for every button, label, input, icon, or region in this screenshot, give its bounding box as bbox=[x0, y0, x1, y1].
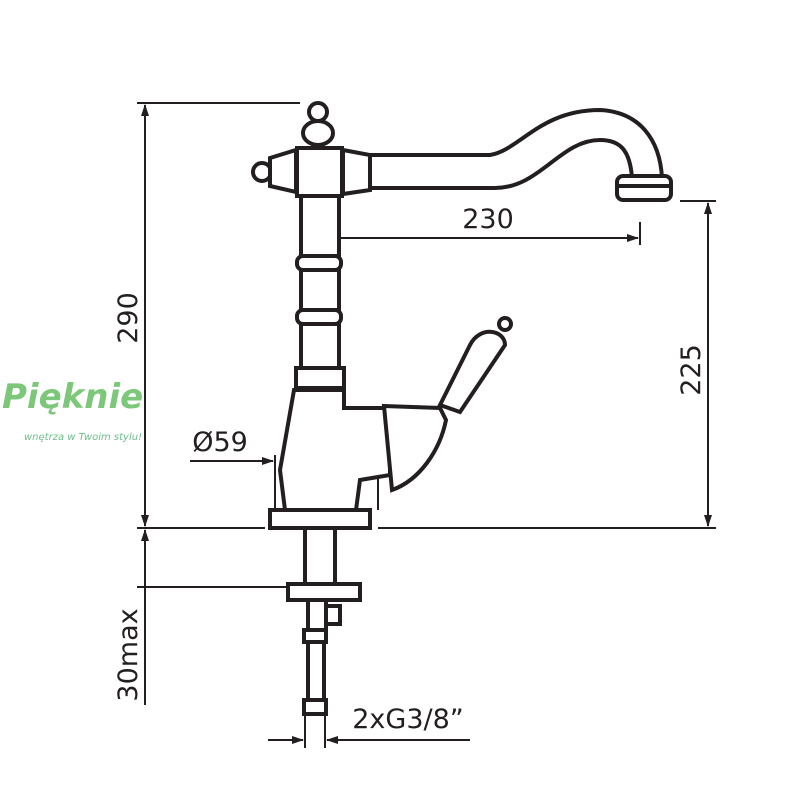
logo-tagline: wnętrza w Twoim stylu! bbox=[24, 432, 142, 443]
dim-max-counter-thickness: 30max bbox=[113, 608, 144, 701]
dim-base-diameter: Ø59 bbox=[192, 427, 248, 458]
faucet-outline bbox=[251, 101, 673, 716]
dim-total-height: 290 bbox=[113, 292, 144, 344]
dim-spout-reach: 230 bbox=[462, 204, 514, 235]
dim-connection: 2xG3/8” bbox=[352, 704, 464, 735]
dimension-labels: 290 230 225 Ø59 30max 2xG3/8” bbox=[113, 204, 707, 735]
brand-logo: Pięknie wnętrza w Twoim stylu! bbox=[2, 377, 143, 443]
logo-name: Pięknie bbox=[2, 377, 143, 417]
dim-spout-height: 225 bbox=[676, 344, 707, 396]
